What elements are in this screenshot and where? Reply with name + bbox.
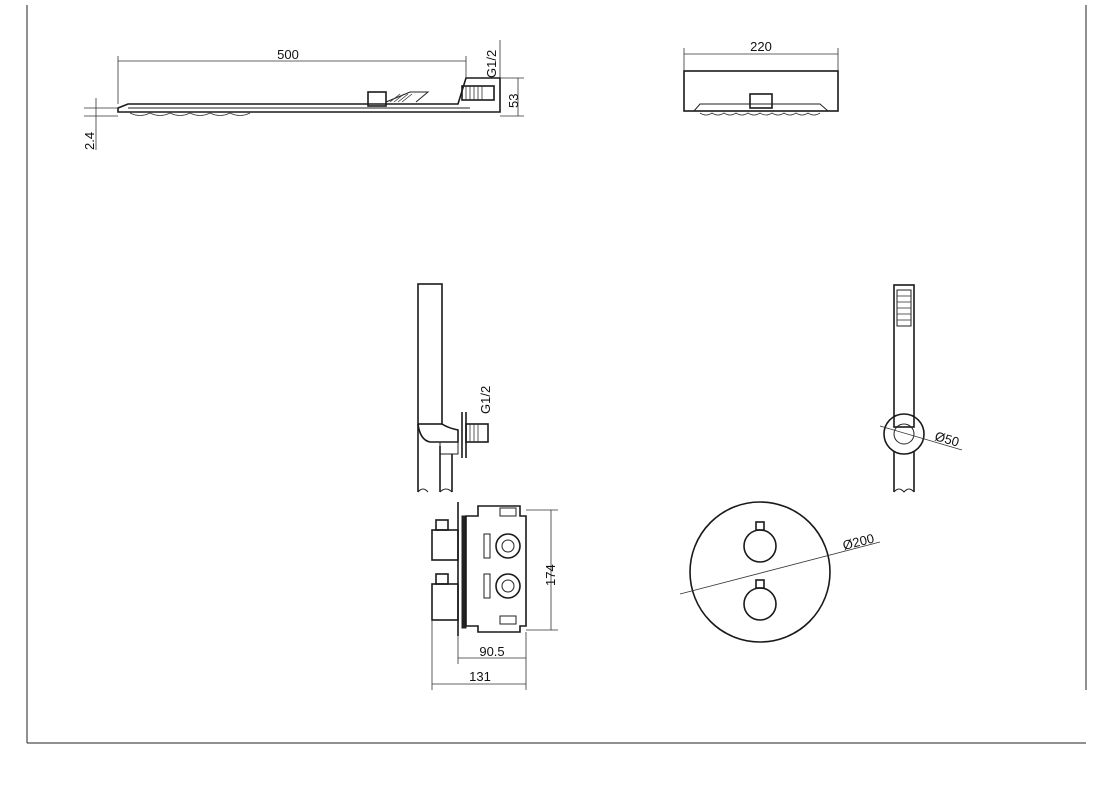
dim-500: 500	[277, 47, 299, 62]
dim-174: 174	[543, 564, 558, 586]
hand-shower-side-view: G1/2	[417, 283, 493, 493]
mixer-cover-plate-front-view: Ø200	[679, 501, 881, 643]
nozzle-row	[129, 112, 251, 116]
mixer-side-view: 174 90.5 131	[431, 502, 558, 690]
dim-220: 220	[750, 39, 772, 54]
hatch	[389, 93, 413, 103]
dim-2-4: 2.4	[82, 132, 97, 150]
dim-53: 53	[506, 94, 521, 108]
shower-head-front-view: 220	[683, 39, 839, 116]
sheet-frame	[26, 5, 1087, 744]
dim-131: 131	[469, 669, 491, 684]
hand-shower-front-view: Ø50	[879, 284, 963, 493]
dim-d50: Ø50	[933, 428, 961, 449]
dim-d200: Ø200	[841, 531, 875, 553]
dim-thread-hand: G1/2	[478, 386, 493, 414]
dim-90-5: 90.5	[479, 644, 504, 659]
dim-thread-head: G1/2	[484, 50, 499, 78]
shower-head-side-view: 500 G1/2 53 2.4	[82, 40, 524, 150]
